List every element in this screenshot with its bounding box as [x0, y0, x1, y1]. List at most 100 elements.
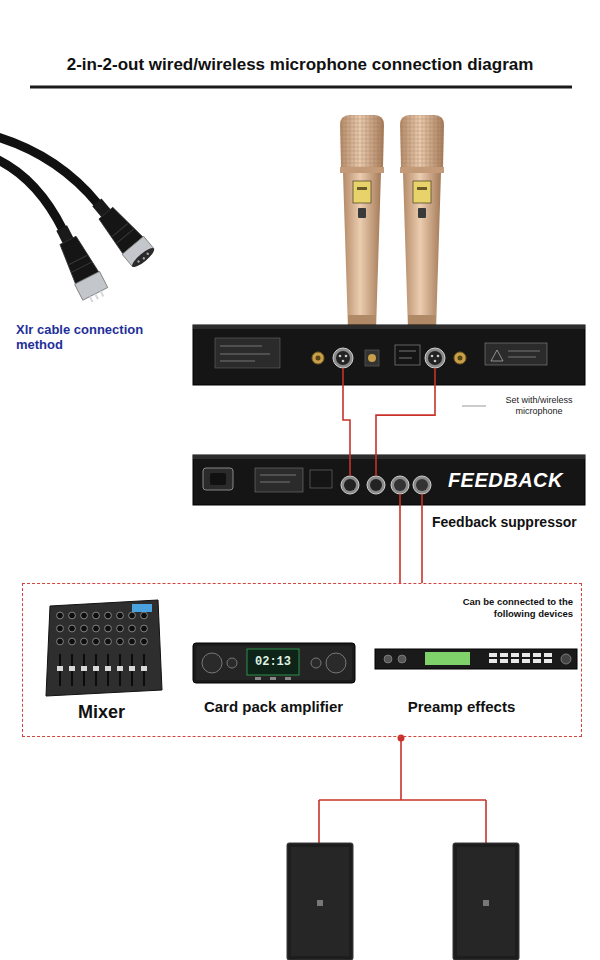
- cert-marks: [310, 470, 332, 488]
- xlr-input-face: [344, 479, 356, 491]
- speaker-wire: [485, 800, 487, 843]
- unit-caption: Set with/wireless microphone: [493, 395, 585, 417]
- brand-text: FEEDBACK: [448, 467, 563, 493]
- amp-knob: [311, 658, 321, 668]
- xlr-input: [341, 476, 359, 494]
- device-label: Card pack amplifier: [204, 697, 343, 717]
- suppressor-housing: [193, 455, 585, 505]
- amp-face: [196, 646, 352, 680]
- jack-socket: [365, 350, 379, 366]
- metal-shell: [75, 271, 108, 300]
- speaker-grille: [291, 847, 349, 956]
- xlr-pin: [339, 355, 342, 358]
- sticker-line: [260, 482, 290, 483]
- mic-end-cap: [408, 315, 436, 325]
- rating-sticker: [255, 468, 303, 492]
- wire-stub: [342, 368, 344, 385]
- wire-stub: [349, 455, 351, 476]
- signal-wire: [343, 385, 350, 455]
- receiver-housing: [193, 325, 585, 385]
- mic-head: [400, 115, 444, 167]
- xlr-output-face: [428, 351, 442, 365]
- lcd-digits: [357, 187, 367, 190]
- xlr-pin: [434, 360, 437, 363]
- wire-stub: [375, 455, 377, 476]
- sticker-line: [220, 361, 255, 362]
- display-readout: 02:13: [247, 655, 299, 669]
- device-label: Preamp effects: [408, 697, 516, 717]
- mic-end-cap: [348, 315, 376, 325]
- device-item: Preamp effects: [367, 637, 557, 717]
- suppressor-unit: FEEDBACKFeedback suppressor: [193, 455, 585, 505]
- mic-head: [340, 115, 384, 167]
- mixer-screen: [132, 604, 152, 612]
- panel-mark: [399, 351, 416, 352]
- xlr-output-face: [394, 479, 406, 491]
- xlr-pin: [431, 355, 434, 358]
- xlr-pin: [94, 293, 99, 299]
- mic-ring: [340, 167, 384, 173]
- warning-sticker: [485, 343, 547, 365]
- junction-dot: [398, 735, 405, 742]
- speaker-wire: [319, 799, 486, 801]
- xlr-pin: [345, 355, 348, 358]
- xlr-output-face: [336, 351, 350, 365]
- mic-button: [358, 208, 366, 218]
- mic-lcd: [353, 181, 371, 203]
- antenna-jack: [454, 352, 466, 364]
- xlr-female-connector: [86, 193, 156, 269]
- mic-button: [418, 208, 426, 218]
- mic-ring: [400, 167, 444, 173]
- microphone: [400, 115, 444, 330]
- grip-ridge: [117, 229, 134, 243]
- xlr-pin: [437, 355, 440, 358]
- preamp-knob: [561, 654, 571, 664]
- diagram-title: 2-in-2-out wired/wireless microphone con…: [67, 54, 534, 76]
- antenna-jack: [312, 352, 324, 364]
- group-note: Can be connected to the following device…: [441, 596, 573, 620]
- connector-face: [130, 246, 157, 270]
- preamp-jack: [398, 655, 406, 663]
- speaker-wire: [400, 738, 402, 800]
- sticker-line: [220, 346, 262, 347]
- xlr-male-connector: [49, 222, 110, 306]
- warning-icon: [491, 350, 503, 361]
- jack-ring: [368, 354, 376, 362]
- callout-label: Xlr cable connection method: [16, 322, 166, 352]
- amp-knob: [202, 653, 222, 673]
- panel-mark: [399, 358, 412, 359]
- housing-bevel: [193, 455, 585, 459]
- signal-wire: [421, 505, 423, 583]
- speaker-grille: [457, 847, 515, 956]
- speaker-logo: [317, 900, 323, 906]
- receiver-unit: Set with/wireless microphone: [193, 325, 585, 385]
- socket-hole: [142, 257, 145, 260]
- mic-body: [403, 173, 441, 330]
- signal-wire: [399, 505, 401, 583]
- device-group: Can be connected to the following device…: [22, 583, 582, 737]
- unit-caption: Feedback suppressor: [432, 513, 577, 531]
- mixer-body: [46, 600, 162, 696]
- amp-knob: [326, 653, 346, 673]
- device-label: Mixer: [78, 702, 125, 722]
- speaker-wire: [318, 800, 320, 843]
- power-socket-face: [210, 473, 226, 485]
- switch-panel: [395, 345, 420, 365]
- antenna-pin: [458, 356, 463, 361]
- socket-hole: [137, 260, 140, 263]
- grip-ridge: [112, 224, 127, 237]
- antenna-pin: [316, 356, 321, 361]
- mic-body: [343, 173, 381, 330]
- sticker-line: [220, 354, 270, 355]
- power-socket: [203, 468, 233, 490]
- housing-bevel: [193, 325, 585, 329]
- xlr-output: [425, 348, 445, 368]
- socket-hole: [146, 252, 149, 255]
- wire-stub: [434, 368, 436, 385]
- speaker-logo: [483, 900, 489, 906]
- microphone: [340, 115, 384, 330]
- mixer-faders: [54, 652, 150, 688]
- device-item: Card pack amplifier: [190, 637, 358, 717]
- xlr-output: [391, 476, 409, 494]
- xlr-input-face: [370, 479, 382, 491]
